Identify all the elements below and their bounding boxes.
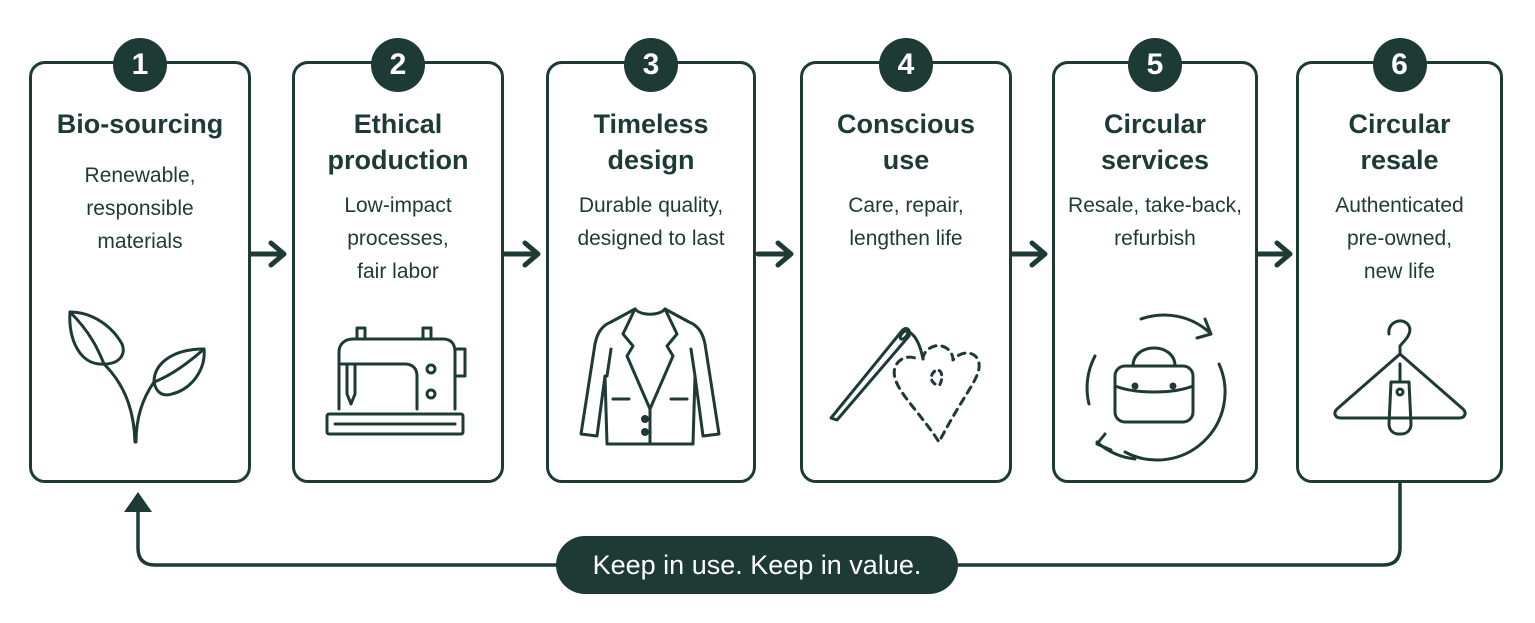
step-description: Low-impact processes, fair labor <box>344 194 452 283</box>
step-description: Renewable, responsible materials <box>84 164 196 253</box>
step-number-badge: 5 <box>1128 38 1182 92</box>
loop-arrowhead <box>124 492 152 512</box>
step-description: Authenticated pre-owned, new life <box>1335 194 1464 283</box>
leaf-sprout-icon <box>68 310 206 444</box>
step-number-badge: 1 <box>113 38 167 92</box>
step-card-6: 6 Circular resale Authenticated pre-owne… <box>1296 38 1503 483</box>
step-description: Durable quality, designed to last <box>577 194 725 250</box>
step-title: Bio-sourcing <box>56 109 224 139</box>
step-title: Timeless design <box>593 109 709 175</box>
flow-arrow-1-2 <box>249 240 287 268</box>
blazer-icon <box>579 307 721 446</box>
step-title: Circular resale <box>1348 109 1451 175</box>
step-title: Conscious use <box>836 109 976 175</box>
hanger-tag-icon <box>1333 319 1467 436</box>
step-card-3: 3 Timeless design Durable quality, desig… <box>546 38 756 483</box>
step-title: Circular services <box>1100 109 1210 175</box>
step-title: Ethical production <box>327 109 469 175</box>
flow-arrow-4-5 <box>1010 240 1048 268</box>
step-number-badge: 6 <box>1372 38 1427 92</box>
needle-heart-icon <box>829 327 981 444</box>
step-card-2: 2 Ethical production Low-impact processe… <box>292 38 504 483</box>
step-number-badge: 3 <box>624 38 678 92</box>
flow-arrow-3-4 <box>756 240 794 268</box>
step-card-1: 1 Bio-sourcing Renewable, responsible ma… <box>29 38 251 483</box>
sewing-machine-icon <box>325 326 467 436</box>
flow-arrow-2-3 <box>503 240 541 268</box>
loop-label: Keep in use. Keep in value. <box>556 536 958 594</box>
step-number-badge: 4 <box>879 38 933 92</box>
handbag-cycle-icon <box>1085 313 1227 462</box>
step-card-5: 5 Circular services Resale, take-back, r… <box>1052 38 1258 483</box>
step-card-4: 4 Conscious use Care, repair, lengthen l… <box>800 38 1012 483</box>
flow-arrow-5-6 <box>1255 240 1293 268</box>
step-number-badge: 2 <box>371 38 425 92</box>
step-description: Care, repair, lengthen life <box>848 194 964 250</box>
step-description: Resale, take-back, refurbish <box>1068 194 1242 250</box>
